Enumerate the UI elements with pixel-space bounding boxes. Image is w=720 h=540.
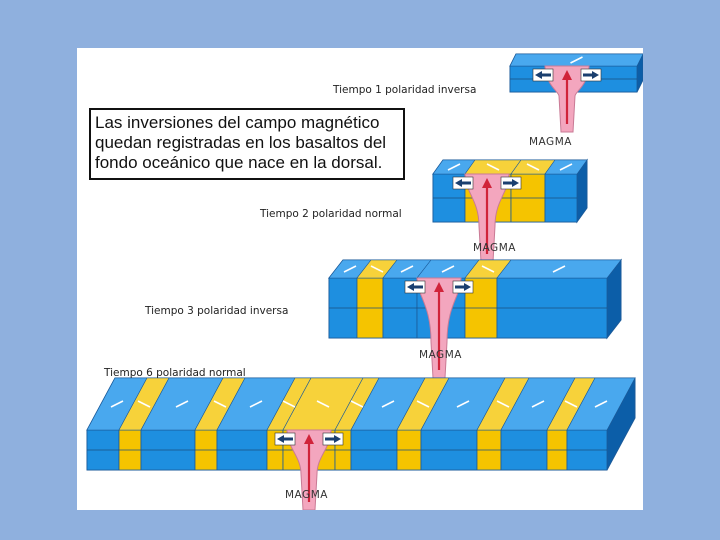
stage-1-magma-arrowhead bbox=[562, 70, 572, 80]
stage-6-mag-arrow-8 bbox=[381, 400, 395, 408]
stage-6-mag-arrow-10 bbox=[456, 400, 470, 408]
stage-3-mag-arrow-5 bbox=[552, 265, 566, 273]
stage-2-magma-label: MAGMA bbox=[473, 242, 516, 254]
stage-6-mag-arrow-11 bbox=[496, 400, 510, 408]
stage-2-mag-arrow-2 bbox=[526, 163, 540, 171]
stage-3-magma-arrowhead bbox=[434, 282, 444, 292]
stage-6-mag-arrow-7 bbox=[350, 400, 364, 408]
stage-6-mag-arrow-13 bbox=[564, 400, 578, 408]
stage-6-magma-arrowhead bbox=[304, 434, 314, 444]
stage-2-label: Tiempo 2 polaridad normal bbox=[260, 208, 402, 220]
stage-6-left-arrow bbox=[277, 435, 293, 443]
stage-1-magma-label: MAGMA bbox=[529, 136, 572, 148]
stage-6-mag-arrow-4 bbox=[249, 400, 263, 408]
stage-3-mag-arrow-2 bbox=[400, 265, 414, 273]
stage-6-mag-arrow-6 bbox=[316, 400, 330, 408]
stage-1-label: Tiempo 1 polaridad inversa bbox=[333, 84, 477, 96]
seafloor-spreading-diagram bbox=[86, 53, 643, 510]
stage-6-mag-arrow-14 bbox=[594, 400, 608, 408]
stage-1-mag-arrow-0 bbox=[570, 56, 583, 64]
stage-3-mag-arrow-3 bbox=[441, 265, 455, 273]
stage-1-left-arrow bbox=[535, 71, 551, 79]
stage-6-label: Tiempo 6 polaridad normal bbox=[104, 367, 246, 379]
stage-2-mag-arrow-1 bbox=[486, 163, 500, 171]
stage-1-right-arrow bbox=[583, 71, 599, 79]
caption-box: Las inversiones del campo magnético qued… bbox=[89, 108, 405, 180]
stage-6-mag-arrow-12 bbox=[531, 400, 545, 408]
stage-3-mag-arrow-0 bbox=[343, 265, 357, 273]
stage-2-magma-arrowhead bbox=[482, 178, 492, 188]
stage-3-mag-arrow-4 bbox=[481, 265, 495, 273]
stage-6-magma-label: MAGMA bbox=[285, 489, 328, 501]
stage-2-mag-arrow-3 bbox=[559, 163, 573, 171]
stage-6-mag-arrow-9 bbox=[416, 400, 430, 408]
stage-6-mag-arrow-0 bbox=[110, 400, 124, 408]
stage-3-right-arrow bbox=[455, 283, 471, 291]
stage-2-right-arrow bbox=[503, 179, 519, 187]
stage-6-mag-arrow-1 bbox=[137, 400, 151, 408]
stage-2-mag-arrow-0 bbox=[447, 163, 461, 171]
stage-3-magma-label: MAGMA bbox=[419, 349, 462, 361]
stage-6-mag-arrow-2 bbox=[175, 400, 189, 408]
stage-6-right-arrow bbox=[325, 435, 341, 443]
stage-3-left-arrow bbox=[407, 283, 423, 291]
stage-2-left-arrow bbox=[455, 179, 471, 187]
slide: Tiempo 1 polaridad inversa MAGMA Tiempo … bbox=[77, 48, 643, 510]
stage-6-mag-arrow-5 bbox=[282, 400, 296, 408]
stage-3-label: Tiempo 3 polaridad inversa bbox=[145, 305, 289, 317]
stage-3-mag-arrow-1 bbox=[370, 265, 384, 273]
stage-6-mag-arrow-3 bbox=[213, 400, 227, 408]
